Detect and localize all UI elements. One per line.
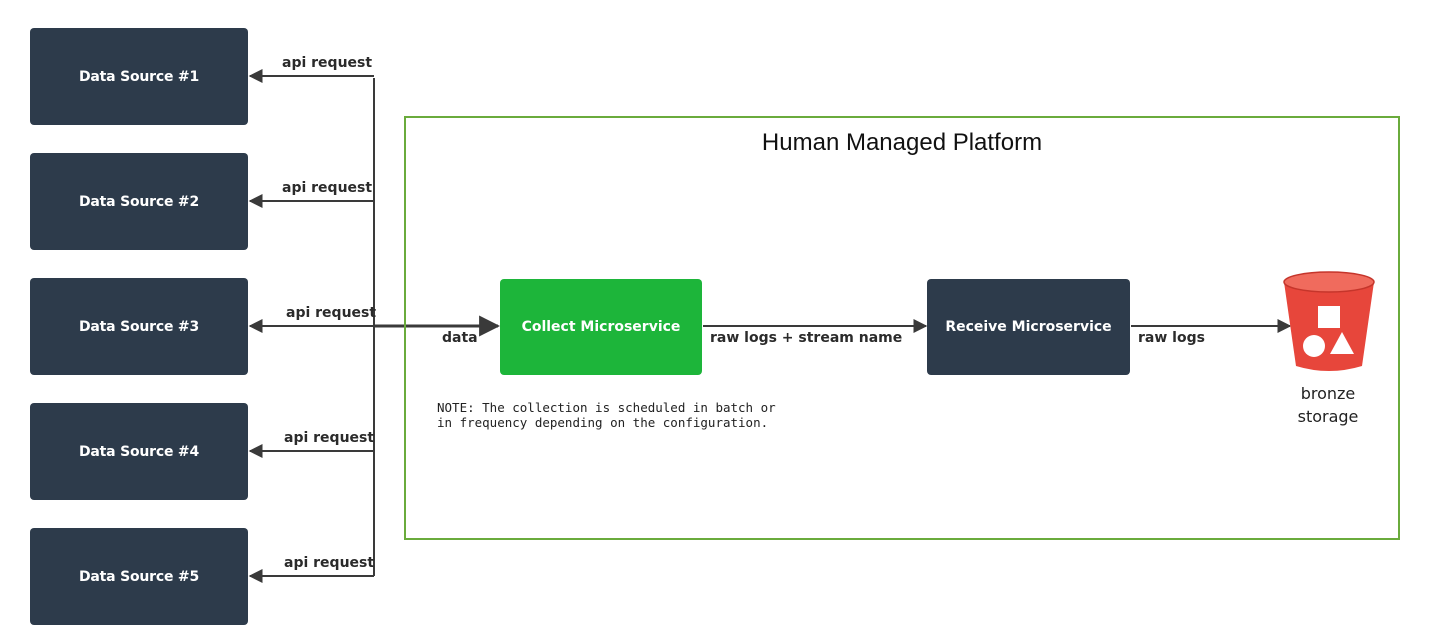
data-source-4: Data Source #4 xyxy=(30,403,248,500)
collect-microservice: Collect Microservice xyxy=(500,279,702,375)
raw-logs-stream-edge-label: raw logs + stream name xyxy=(710,330,903,346)
platform-boundary xyxy=(404,116,1400,540)
api-request-label-2: api request xyxy=(282,180,373,196)
collect-microservice-label: Collect Microservice xyxy=(521,319,681,335)
data-source-1: Data Source #1 xyxy=(30,28,248,125)
data-source-2: Data Source #2 xyxy=(30,153,248,250)
data-source-label: Data Source #2 xyxy=(79,193,199,210)
data-source-5: Data Source #5 xyxy=(30,528,248,625)
api-request-label-4: api request xyxy=(284,430,375,446)
data-source-label: Data Source #3 xyxy=(79,318,199,335)
note-line-2: in frequency depending on the configurat… xyxy=(437,415,769,430)
data-source-3: Data Source #3 xyxy=(30,278,248,375)
storage-label-line-2: storage xyxy=(1297,407,1359,426)
api-arrows xyxy=(248,69,374,583)
storage-label-line-1: bronze xyxy=(1300,384,1356,403)
raw-logs-edge-label: raw logs xyxy=(1138,330,1205,346)
platform-title: Human Managed Platform xyxy=(761,129,1043,156)
data-source-label: Data Source #5 xyxy=(79,568,199,585)
note-line-1: NOTE: The collection is scheduled in bat… xyxy=(437,400,776,415)
bronze-storage-label: bronze storage xyxy=(1278,382,1378,428)
api-request-label-3: api request xyxy=(286,305,377,321)
api-request-label-1: api request xyxy=(282,55,373,71)
data-source-label: Data Source #4 xyxy=(79,443,199,460)
receive-microservice-label: Receive Microservice xyxy=(945,319,1112,335)
collection-note: NOTE: The collection is scheduled in bat… xyxy=(437,400,776,430)
data-edge-label: data xyxy=(442,330,478,346)
api-request-label-5: api request xyxy=(284,555,375,571)
storage-bucket-icon xyxy=(1283,271,1375,371)
receive-microservice: Receive Microservice xyxy=(927,279,1130,375)
data-source-label: Data Source #1 xyxy=(79,68,199,85)
